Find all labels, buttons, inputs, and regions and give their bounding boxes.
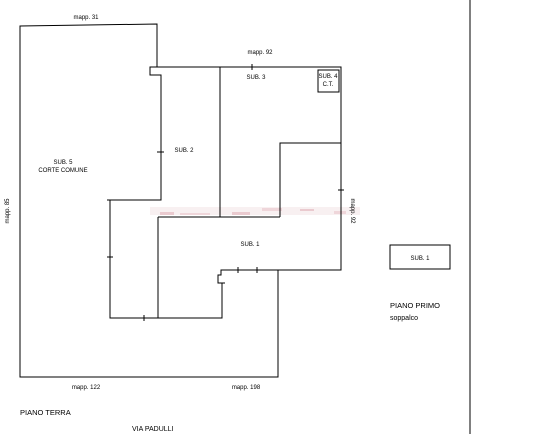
floor-label-first-sub: soppalco — [390, 315, 418, 322]
floor-label-first: PIANO PRIMO — [390, 301, 440, 310]
watermark — [150, 207, 360, 215]
sub5-label: SUB. 5 — [53, 160, 73, 166]
neighbor-label-bottom-right: mapp. 198 — [232, 385, 261, 391]
sub1-label: SUB. 1 — [240, 242, 260, 248]
sub3-label: SUB. 3 — [246, 75, 266, 81]
sub5-sublabel: CORTE COMUNE — [38, 168, 87, 174]
sub4-room — [317, 69, 340, 93]
sub4-sublabel: C.T. — [323, 82, 334, 88]
building-outline — [157, 66, 342, 271]
sub4-label: SUB. 4 — [318, 74, 338, 80]
neighbor-label-top: mapp. 31 — [73, 15, 99, 21]
neighbor-label-inner-top: mapp. 92 — [247, 50, 273, 56]
neighbor-label-left: mapp. 85 — [5, 198, 11, 224]
neighbor-label-bottom-left: mapp. 122 — [72, 385, 101, 391]
floor-label-ground: PIANO TERRA — [20, 408, 71, 417]
neighbor-label-right: mapp. 92 — [349, 198, 355, 224]
sub5-courtyard-outline — [19, 23, 279, 378]
sub2-label: SUB. 2 — [174, 148, 194, 154]
sub1-upper-room — [389, 244, 451, 270]
sub1-upper-label: SUB. 1 — [410, 256, 430, 262]
sub3-inner-wall — [279, 142, 341, 217]
street-label: VIA PADULLI — [132, 426, 174, 433]
wall-ticks — [107, 64, 344, 321]
